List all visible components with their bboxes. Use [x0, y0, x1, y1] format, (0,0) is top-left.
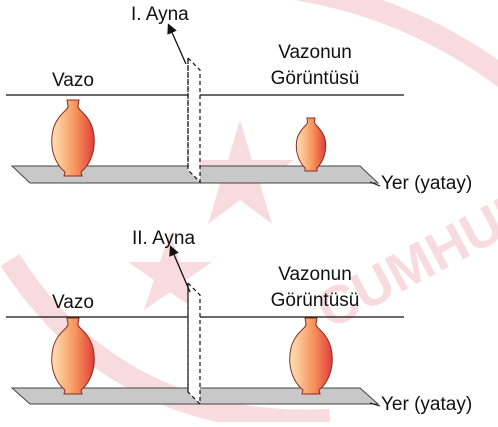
image-label-1-line1: Vazonun: [278, 42, 352, 63]
watermark-star-2: [128, 232, 212, 310]
image-label-2-line2: Görüntüsü: [270, 290, 360, 311]
vase-image-2: [289, 317, 333, 395]
object-label-2: Vazo: [52, 292, 94, 313]
panel-2: [6, 245, 404, 407]
ground-pointer-2: [369, 402, 381, 407]
mirror-1: [187, 56, 201, 184]
mirror-label-1: I. Ayna: [131, 4, 189, 25]
vase-image-1: [295, 117, 327, 172]
watermark-arc-bottom: [0, 254, 331, 427]
ground-pointer-1: [369, 181, 381, 187]
vase-object-2: [51, 317, 95, 395]
ground-label-2: Yer (yatay): [381, 394, 473, 415]
mirror-2: [187, 281, 201, 406]
vase-object-1: [51, 99, 95, 177]
ground-label-1: Yer (yatay): [381, 173, 473, 194]
image-label-1-line2: Görüntüsü: [270, 68, 360, 89]
panel-1: [6, 23, 404, 187]
mirror-pointer-arrow-2: [169, 245, 191, 293]
mirror-pointer-arrow-1: [167, 23, 187, 65]
image-label-2-line1: Vazonun: [278, 264, 352, 285]
watermark-arc-top: [298, 0, 498, 87]
object-label-1: Vazo: [52, 70, 94, 91]
mirror-label-2: II. Ayna: [132, 228, 196, 249]
